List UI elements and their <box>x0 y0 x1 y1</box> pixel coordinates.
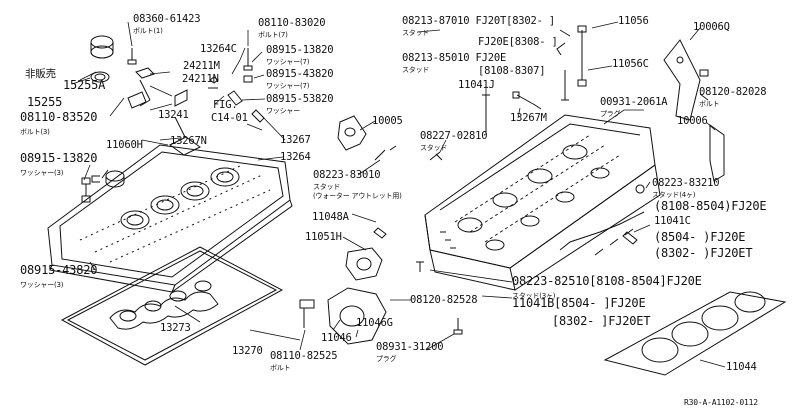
label-11041j: 11041J <box>458 79 495 91</box>
plug-seal-strip <box>109 280 219 330</box>
rocker-cover <box>47 144 293 293</box>
label-24211m: 24211M <box>183 60 220 72</box>
label-11046g: 11046G <box>356 317 393 329</box>
label-range-8108-8307: [8108-8307] <box>478 65 546 77</box>
label-15255: 15255 <box>27 95 63 109</box>
label-11041b: 11041B[8504- ]FJ20E <box>512 296 646 310</box>
label-13273: 13273 <box>160 322 191 334</box>
label-24211n: 24211N <box>182 73 219 85</box>
label-fj20e-8308: FJ20E[8308- ] <box>478 36 558 48</box>
label-10005: 10005 <box>372 115 403 127</box>
label-13267: 13267 <box>280 134 311 146</box>
head-hardware <box>373 25 645 335</box>
label-range-8108-8504-a: (8108-8504)FJ20E <box>654 199 767 213</box>
label-11046: 11046 <box>321 332 352 344</box>
label-10006q: 10006Q <box>693 21 730 33</box>
label-13264c: 13264C <box>200 43 237 55</box>
label-13267m: 13267M <box>510 112 547 124</box>
label-11041c: 11041C <box>654 215 691 227</box>
label-13264: 13264 <box>280 151 311 163</box>
label-11056: 11056 <box>618 15 649 27</box>
label-range-8302-b: [8302- ]FJ20ET <box>552 314 651 328</box>
label-15255a: 15255A <box>63 78 106 92</box>
leader-lines <box>71 21 726 368</box>
label-13267n: 13267N <box>170 135 207 147</box>
bolt-08110-82525 <box>299 299 315 328</box>
small-hardware <box>81 48 265 203</box>
label-13270: 13270 <box>232 345 263 357</box>
label-11056c: 11056C <box>612 58 649 70</box>
head-gasket <box>603 291 787 376</box>
label-10006: 10006 <box>677 115 708 127</box>
label-13241: 13241 <box>158 109 189 121</box>
label-11044: 11044 <box>726 361 757 373</box>
cover-gasket <box>60 246 284 366</box>
label-08213-87010: 08213-87010 FJ20T[8302- ]スタッド <box>402 15 556 38</box>
label-11051h: 11051H <box>305 231 342 243</box>
label-fig: FIG. <box>213 99 238 111</box>
oil-cap <box>90 35 114 83</box>
label-hihanbai: 非販売 <box>25 68 56 80</box>
label-11060h: 11060H <box>106 139 143 151</box>
label-fig-ref[interactable]: C14-01 <box>211 112 248 124</box>
label-water-outlet-note: (ウォーター アウトレット用) <box>313 192 402 200</box>
diagram-reference-code: R30-A-A1102-0112 <box>684 398 758 407</box>
water-outlet <box>337 39 725 182</box>
label-08120-82528: 08120-82528 <box>410 294 478 306</box>
housing-plate <box>327 247 387 345</box>
label-11048a: 11048A <box>312 211 349 223</box>
label-range-8504-a: (8504- )FJ20E <box>654 230 746 244</box>
cylinder-head <box>424 114 661 291</box>
label-range-8302-a: (8302- )FJ20ET <box>654 246 753 260</box>
